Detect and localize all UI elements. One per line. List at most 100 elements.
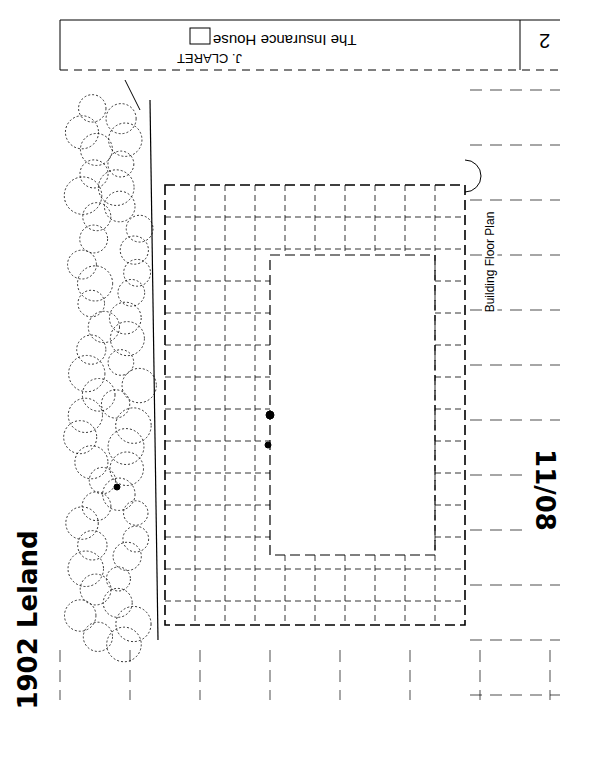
tree-symbol (83, 203, 111, 231)
sheet-line (410, 650, 411, 700)
tree-symbol (80, 160, 108, 188)
courtyard-outline (270, 255, 435, 555)
room-wall (435, 505, 465, 506)
tree-symbol (123, 526, 149, 552)
tree-symbol (116, 408, 151, 443)
tree-symbol (77, 335, 106, 364)
tree-symbol (65, 116, 98, 149)
tree-symbol (113, 542, 141, 570)
property-line (150, 100, 158, 640)
column-dot (266, 411, 274, 419)
tree-symbol (108, 350, 134, 376)
title-block-line (60, 70, 560, 71)
logo-mark (190, 28, 210, 44)
room-wall (405, 185, 406, 255)
sheet-line (470, 365, 560, 366)
title-block-line (520, 20, 521, 70)
room-wall (225, 185, 226, 625)
sheet-line (340, 650, 341, 700)
tree-symbol (109, 302, 141, 334)
tree-symbol (65, 600, 96, 631)
tree-symbol (64, 421, 97, 454)
tree-symbol (107, 627, 142, 662)
room-wall (315, 555, 316, 625)
tree-symbol (108, 429, 144, 465)
room-wall (165, 601, 465, 602)
tree-symbol (64, 177, 101, 214)
tree-symbol (122, 368, 156, 402)
room-wall (165, 345, 270, 346)
tree-symbol (124, 501, 148, 525)
sheet-line (470, 695, 560, 696)
room-wall (315, 185, 316, 255)
tree-symbol (68, 398, 102, 432)
sheet-line (470, 420, 560, 421)
sheet-number: 2 (537, 29, 552, 52)
tree-symbol (126, 215, 153, 242)
column-dot (265, 442, 271, 448)
tree-symbol (106, 104, 136, 134)
tree-symbol (80, 225, 108, 253)
room-wall (165, 505, 270, 506)
sheet-border (60, 20, 560, 21)
room-wall (285, 555, 286, 625)
tree-symbol (103, 478, 135, 510)
room-wall (165, 281, 270, 282)
room-wall (255, 185, 256, 625)
room-wall (375, 555, 376, 625)
leader-line (125, 80, 140, 110)
room-wall (285, 185, 286, 255)
company-name: The Insurance House (211, 32, 358, 49)
room-wall (435, 281, 465, 282)
handwritten-date: 11/08 (530, 447, 560, 533)
room-wall (165, 313, 270, 314)
tree-symbol (106, 567, 130, 591)
drawing-title: Building Floor Plan (483, 210, 497, 315)
room-wall (345, 555, 346, 625)
tree-symbol (68, 551, 103, 586)
firm-name: J. CLARET (175, 51, 244, 66)
room-wall (435, 537, 465, 538)
room-wall (165, 473, 270, 474)
sheet-line (200, 650, 201, 700)
room-wall (405, 555, 406, 625)
tree-symbol (82, 492, 111, 521)
room-wall (165, 409, 270, 410)
room-wall (165, 569, 465, 570)
tree-symbol (79, 95, 106, 122)
tree-symbol (118, 279, 145, 306)
tree-symbol (78, 266, 113, 301)
tree-symbol (103, 588, 132, 617)
tree-symbol (78, 531, 107, 560)
sheet-line (550, 650, 551, 700)
room-wall (165, 249, 465, 250)
tree-symbol (68, 250, 97, 279)
room-wall (195, 185, 196, 625)
sheet-line (130, 650, 131, 700)
room-wall (435, 185, 436, 625)
tree-symbol (124, 259, 151, 286)
tree-symbol (89, 467, 115, 493)
sheet-line (470, 640, 560, 641)
room-wall (165, 537, 270, 538)
handwritten-address: 1902 Leland (13, 528, 43, 711)
tree-symbol (109, 123, 142, 156)
tree-symbol (120, 236, 148, 264)
room-wall (435, 377, 465, 378)
room-wall (165, 377, 270, 378)
north-arrow (465, 160, 481, 192)
room-wall (345, 185, 346, 255)
tree-symbol (80, 574, 111, 605)
room-wall (435, 473, 465, 474)
tree-symbol (116, 606, 151, 641)
sheet-line (270, 650, 271, 700)
tree-symbol (69, 355, 105, 391)
tree-symbol (110, 322, 144, 356)
sheet-line (60, 650, 61, 700)
tree-symbol (80, 133, 112, 165)
building-outline (165, 185, 465, 625)
room-wall (435, 345, 465, 346)
tree-symbol (104, 191, 135, 222)
room-wall (165, 217, 465, 218)
